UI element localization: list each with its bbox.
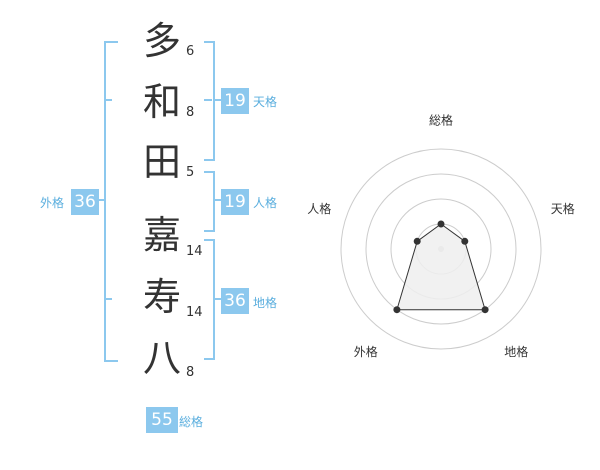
radar-ring-3 (365, 173, 517, 325)
gaikaku-value: 36 (71, 189, 99, 215)
jinkaku-value: 19 (221, 189, 249, 215)
tenkaku-connector (214, 99, 222, 101)
jinkaku-label: 人格 (253, 196, 278, 210)
gaikaku-tick-upper (104, 99, 112, 101)
jinkaku-bracket (204, 171, 215, 232)
soukaku-label: 総格 (179, 415, 204, 429)
stroke-count-3: 5 (186, 165, 195, 180)
radar-axis-label-5: 人格 (307, 201, 331, 216)
radar-point-5 (413, 237, 421, 245)
name-char-6: 八 (142, 336, 181, 380)
name-char-5: 寿 (142, 275, 181, 319)
tenkaku-value: 19 (221, 88, 249, 114)
chikaku-label: 地格 (253, 296, 278, 310)
stroke-count-2: 8 (186, 105, 195, 120)
radar-point-1 (437, 220, 445, 228)
chikaku-value: 36 (221, 288, 249, 314)
soukaku-value: 55 (146, 407, 178, 433)
gaikaku-label: 外格 (40, 196, 65, 210)
gaikaku-bracket (104, 41, 118, 362)
jinkaku-connector (214, 199, 222, 201)
gaikaku-connector (96, 199, 106, 201)
radar-axis-label-2: 天格 (551, 201, 575, 216)
radar-point-2 (461, 237, 469, 245)
radar-ring-4 (340, 148, 542, 350)
name-char-2: 和 (142, 80, 181, 124)
tenkaku-bracket-tick (204, 99, 212, 101)
name-char-3: 田 (142, 140, 181, 184)
radar-axis-label-3: 地格 (504, 344, 528, 359)
radar-axis-label-4: 外格 (354, 344, 378, 359)
radar-point-4 (393, 306, 401, 314)
radar-point-3 (481, 306, 489, 314)
radar-area (396, 223, 486, 311)
name-char-1: 多 (142, 19, 181, 63)
tenkaku-label: 天格 (253, 95, 278, 109)
stroke-count-4: 14 (186, 244, 203, 259)
stroke-count-6: 8 (186, 365, 195, 380)
name-char-4: 嘉 (142, 213, 181, 257)
stroke-count-1: 6 (186, 44, 195, 59)
chikaku-connector (214, 298, 222, 300)
stroke-count-5: 14 (186, 305, 203, 320)
gaikaku-tick-lower (104, 298, 112, 300)
tenkaku-bracket (204, 41, 215, 161)
radar-axis-label-1: 総格 (429, 113, 453, 128)
